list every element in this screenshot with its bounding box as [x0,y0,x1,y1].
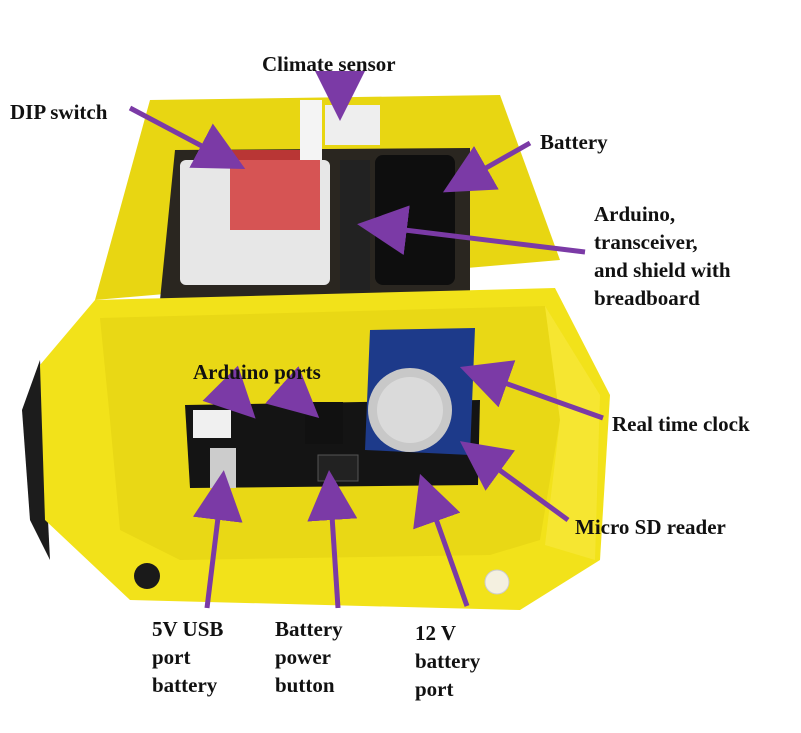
label-battery-power-button: Battery power button [275,615,343,699]
label-micro-sd-reader: Micro SD reader [575,515,726,539]
label-battery-power-button-line: power [275,645,331,669]
label-climate-sensor: Climate sensor [262,52,396,76]
arrow-battery-port [413,473,470,607]
label-real-time-clock: Real time clock [612,412,750,436]
arrow-usb-port-battery [192,470,243,609]
label-usb-port-battery: 5V USB port battery [152,615,223,699]
real-time-clock-board [365,328,475,455]
label-battery-port: 12 V battery port [415,619,480,703]
label-battery-power-button-line: button [275,673,335,697]
label-arduino-shield-line: transceiver, [594,230,698,254]
label-arduino-shield-line: and shield with [594,258,731,282]
label-usb-port-battery-line: port [152,645,191,669]
label-dip-switch: DIP switch [10,100,108,124]
label-usb-port-battery-line: battery [152,673,218,697]
arrow-micro-sd-reader [459,441,570,523]
label-battery-port-line: 12 V [415,621,457,645]
label-battery: Battery [540,130,608,154]
arrow-arduino-port-usb [202,365,256,419]
label-arduino-shield-line: Arduino, [594,202,676,226]
label-arduino-shield: Arduino, transceiver, and shield with br… [594,200,731,312]
arrow-battery-power-button [307,470,358,609]
label-battery-port-line: battery [415,649,481,673]
arrow-real-time-clock [459,360,604,421]
arrow-arduino-shield [357,205,586,256]
label-usb-port-battery-line: 5V USB [152,617,224,641]
label-arduino-ports: Arduino ports [193,360,321,384]
arrow-arduino-port-power [265,366,320,418]
label-battery-port-line: port [415,677,454,701]
annotation-arrows [128,71,604,609]
arrow-dip-switch [128,105,246,170]
label-battery-power-button-line: Battery [275,617,343,641]
label-arduino-shield-line: breadboard [594,286,700,310]
arrow-battery [442,140,532,193]
